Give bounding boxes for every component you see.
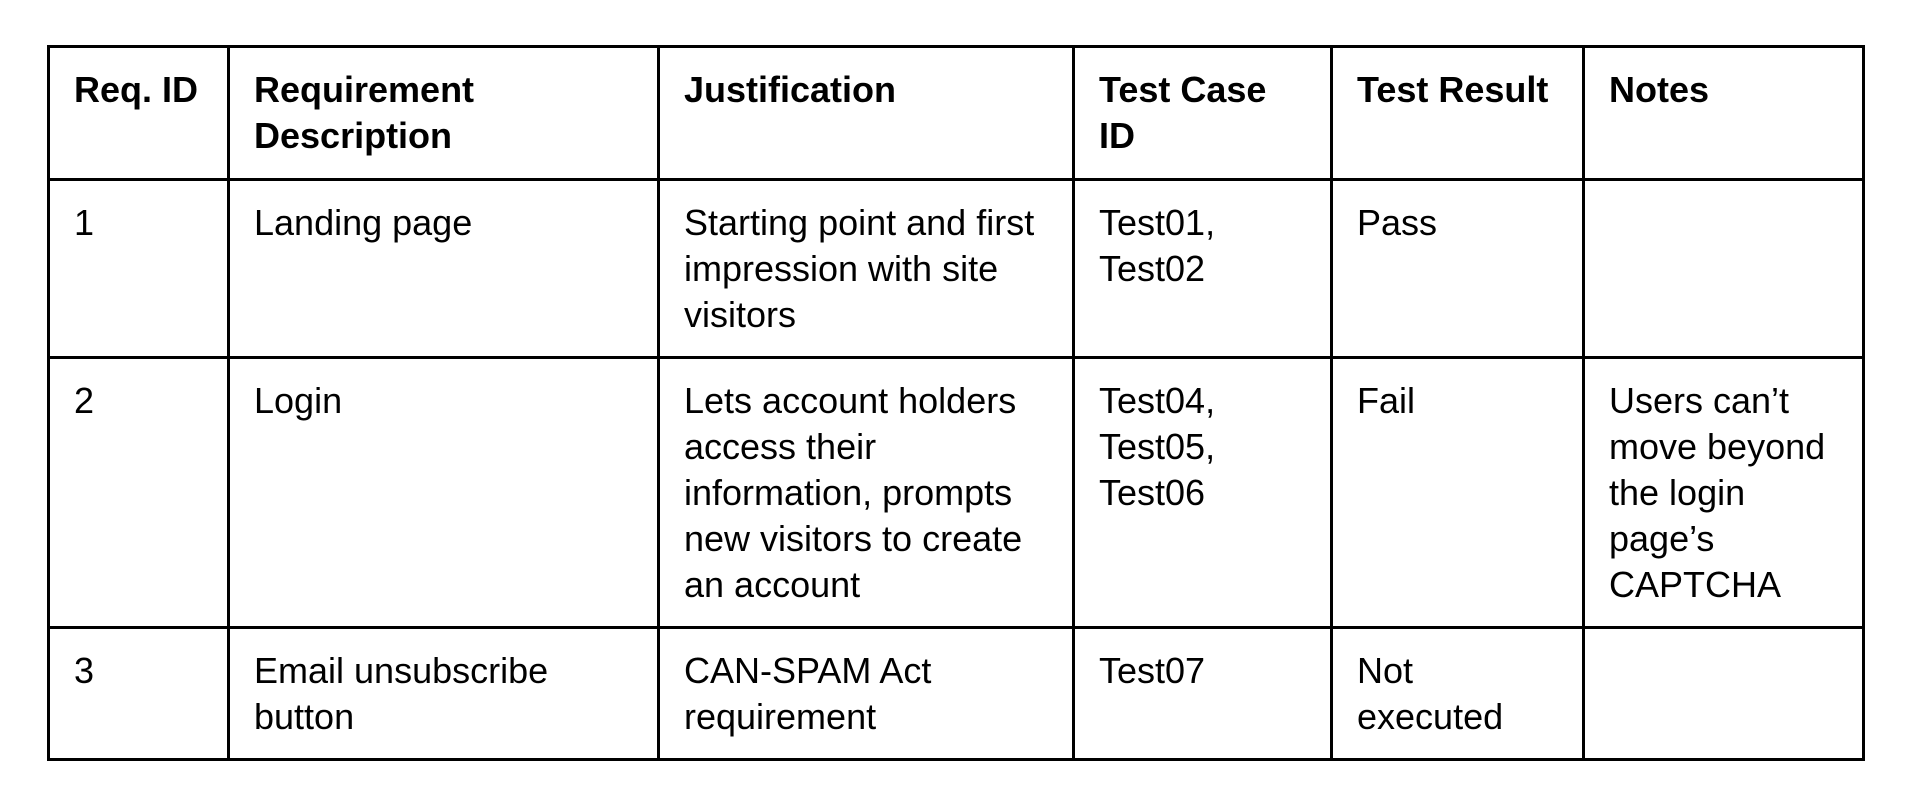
table-row-requirement-2: 2 Login Lets account holders access thei… xyxy=(47,356,1865,629)
cell-test-result: Not executed xyxy=(1330,626,1585,761)
cell-notes: Users can’t move beyond the login page’s… xyxy=(1582,356,1865,629)
cell-requirement-description: Login xyxy=(227,356,660,629)
table-header-row: Req. ID Requirement Description Justific… xyxy=(47,45,1865,181)
header-cell-test-result: Test Result xyxy=(1330,45,1585,181)
header-cell-test-case-id: Test Case ID xyxy=(1072,45,1333,181)
header-cell-requirement-description: Requirement Description xyxy=(227,45,660,181)
cell-test-result: Pass xyxy=(1330,178,1585,359)
cell-justification: Starting point and first impression with… xyxy=(657,178,1075,359)
cell-test-result: Fail xyxy=(1330,356,1585,629)
cell-justification: Lets account holders access their inform… xyxy=(657,356,1075,629)
cell-justification: CAN-SPAM Act requirement xyxy=(657,626,1075,761)
cell-notes xyxy=(1582,626,1865,761)
header-cell-req-id: Req. ID xyxy=(47,45,230,181)
cell-req-id: 3 xyxy=(47,626,230,761)
header-cell-justification: Justification xyxy=(657,45,1075,181)
cell-req-id: 2 xyxy=(47,356,230,629)
table-row-requirement-3: 3 Email unsubscribe button CAN-SPAM Act … xyxy=(47,626,1865,761)
cell-test-case-id: Test04, Test05, Test06 xyxy=(1072,356,1333,629)
cell-req-id: 1 xyxy=(47,178,230,359)
table-row-requirement-1: 1 Landing page Starting point and first … xyxy=(47,178,1865,359)
cell-test-case-id: Test07 xyxy=(1072,626,1333,761)
cell-requirement-description: Email unsubscribe button xyxy=(227,626,660,761)
cell-requirement-description: Landing page xyxy=(227,178,660,359)
header-cell-notes: Notes xyxy=(1582,45,1865,181)
cell-notes xyxy=(1582,178,1865,359)
cell-test-case-id: Test01, Test02 xyxy=(1072,178,1333,359)
requirements-traceability-table: Req. ID Requirement Description Justific… xyxy=(47,45,1865,761)
